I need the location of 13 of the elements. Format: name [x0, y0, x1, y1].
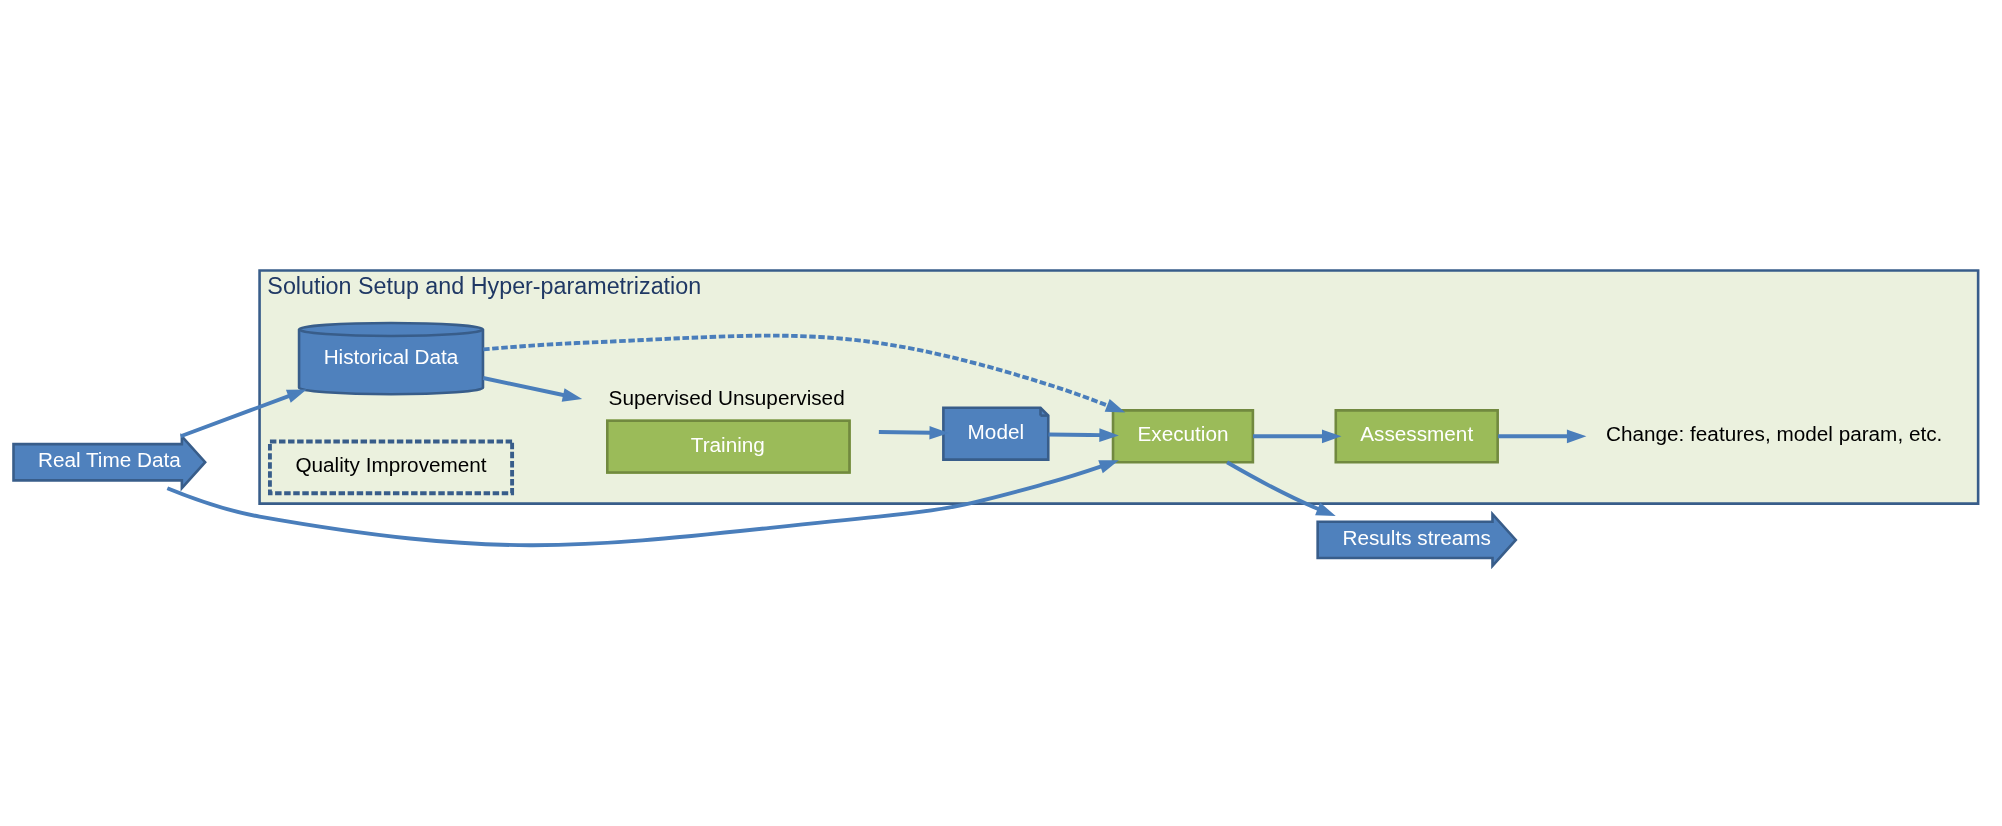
node-label: Supervised Unsupervised [608, 385, 845, 409]
arrow [1498, 429, 1587, 444]
arrow [482, 376, 583, 402]
arrow [166, 460, 1119, 548]
arrow [1226, 460, 1336, 517]
arrow [1253, 429, 1342, 444]
node-box: Execution [1111, 409, 1255, 464]
arrow [483, 333, 1126, 413]
arrow [1048, 428, 1119, 442]
arrow [180, 389, 307, 439]
node-box: Quality Improvement [268, 439, 515, 496]
node-box: Assessment [1334, 409, 1499, 464]
node-text: Change: features, model param, etc. [1606, 422, 1943, 446]
